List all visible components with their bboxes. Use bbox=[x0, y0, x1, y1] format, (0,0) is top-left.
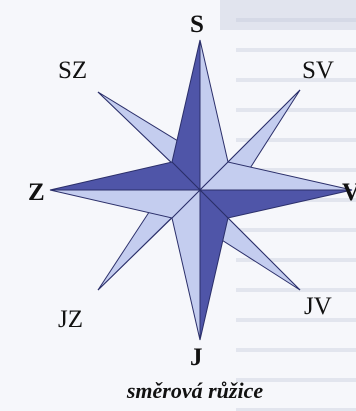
label-south: J bbox=[190, 345, 203, 370]
label-northwest: SZ bbox=[58, 58, 87, 83]
label-northeast: SV bbox=[302, 58, 334, 83]
label-southwest: JZ bbox=[58, 307, 83, 332]
figure-caption: směrová růžice bbox=[0, 378, 356, 404]
label-west: Z bbox=[28, 180, 45, 205]
label-southeast: JV bbox=[304, 294, 332, 319]
label-east: V bbox=[342, 180, 356, 205]
label-north: S bbox=[190, 12, 204, 37]
